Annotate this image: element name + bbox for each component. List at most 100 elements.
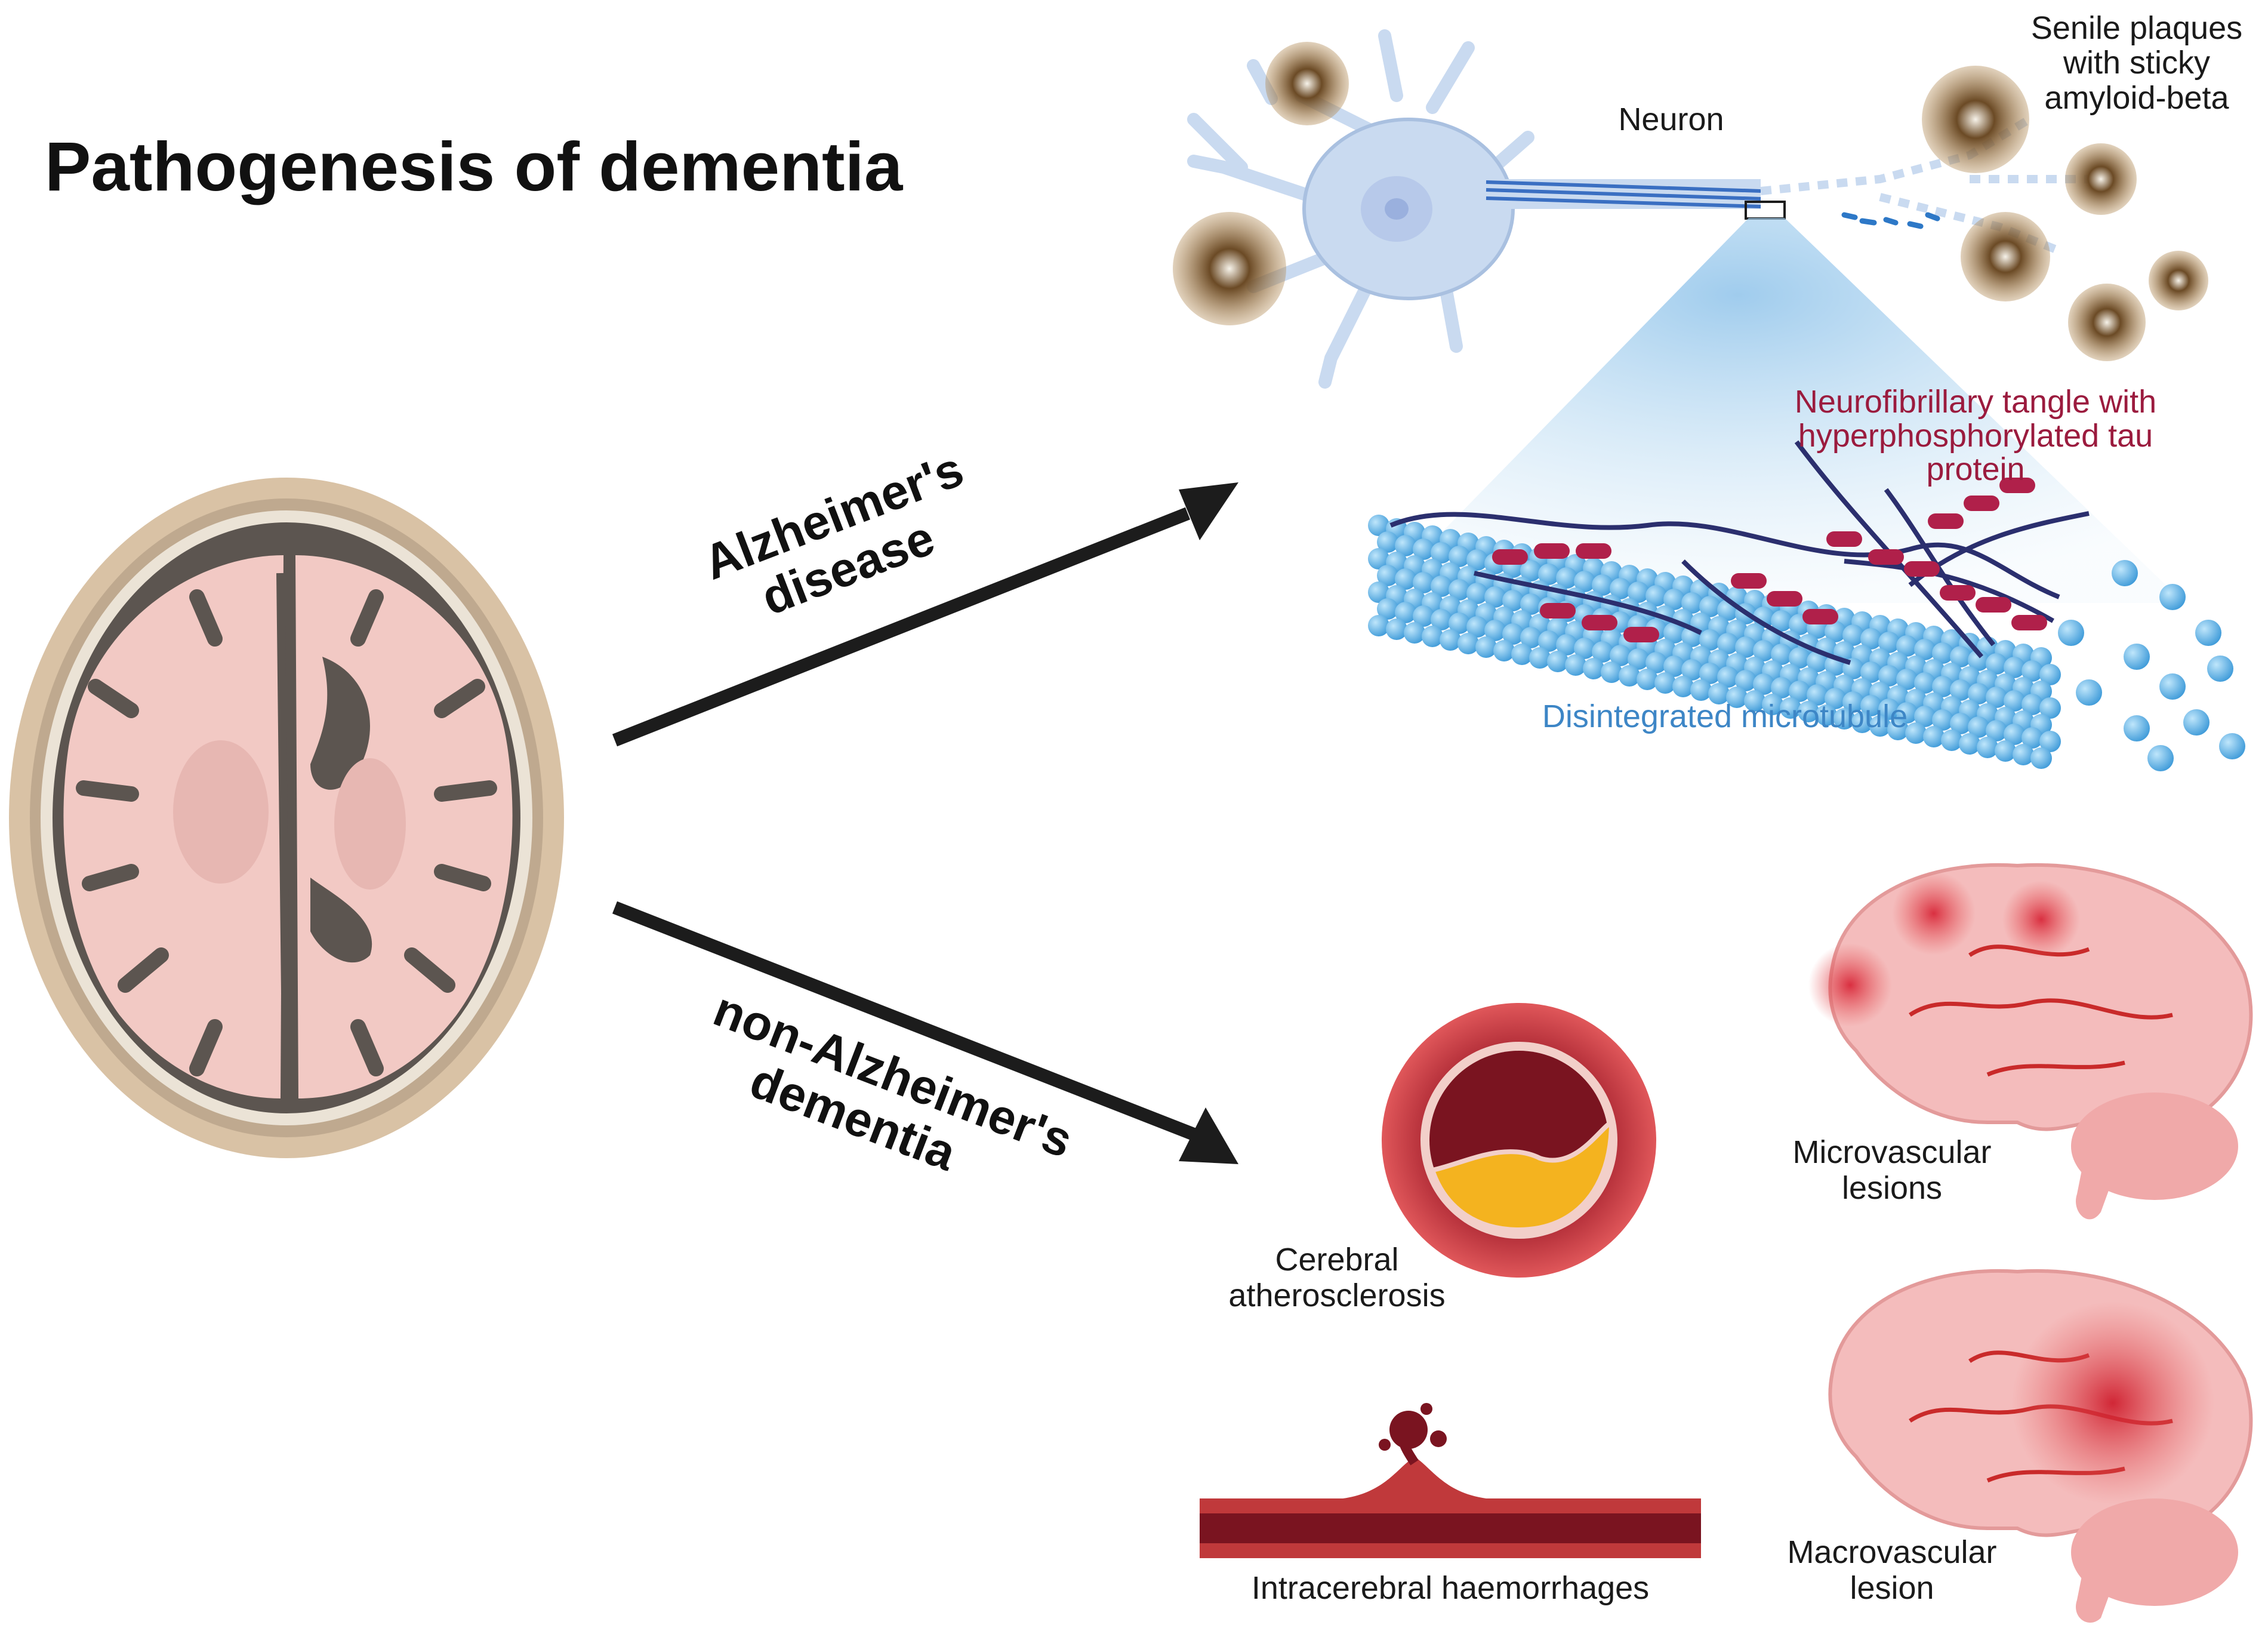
- microtubule-bead: [1502, 590, 1524, 611]
- microtubule-bead: [1780, 697, 1801, 719]
- microtubule-bead: [1457, 633, 1479, 654]
- microtubule-bead: [1520, 627, 1542, 648]
- brain-macrovascular-illustration: [1828, 1269, 2253, 1623]
- microtubule-bead: [1878, 632, 1900, 653]
- microtubule-bead: [2039, 664, 2061, 685]
- microtubule-bead: [1744, 690, 1765, 712]
- label-senile-plaques-line-1: Senile plaques: [2030, 10, 2243, 46]
- free-tubulin-bead: [2195, 620, 2221, 646]
- microtubule-bead: [1556, 634, 1577, 656]
- microtubule-bead: [1932, 676, 1953, 697]
- microtubule-bead: [1502, 623, 1524, 645]
- microtubule-bead: [1807, 651, 1828, 672]
- label-tangle-line-1: Neurofibrillary tangle with: [1794, 384, 2157, 420]
- haemorrhage-vessel-illustration: [1200, 1403, 1701, 1558]
- microtubule-bead: [1645, 652, 1667, 673]
- microtubule-bead: [1950, 646, 1971, 667]
- microtubule-bead: [1753, 640, 1774, 661]
- microtubule-bead: [1968, 650, 1989, 671]
- microtubule-bead: [1592, 574, 1613, 596]
- microtubule-bead: [1968, 683, 1989, 704]
- microtubule-bead: [1941, 730, 1962, 751]
- microtubule-bead: [1986, 720, 2007, 741]
- microtubule-bead: [2022, 660, 2043, 682]
- microtubule-bead: [1771, 644, 1792, 665]
- microtubule-bead: [1833, 708, 1855, 730]
- microtubule-bead: [1851, 712, 1873, 733]
- microtubule-bead: [1708, 683, 1730, 704]
- microtubule-bead: [1601, 661, 1622, 683]
- microtubule-bead: [2004, 724, 2025, 745]
- label-disintegrated-microtubule: Disintegrated microtubule: [1542, 698, 1908, 734]
- microtubule-bead: [1574, 638, 1595, 659]
- microtubule-bead: [1789, 647, 1810, 669]
- microtubule-bead: [1529, 647, 1551, 669]
- label-microvascular-lesions: Microvascular lesions: [1773, 1134, 2011, 1207]
- microtubule-bead: [1672, 676, 1694, 697]
- microtubule-bead: [1377, 531, 1398, 553]
- microtubule-bead: [1878, 665, 1900, 687]
- microtubule-bead: [1520, 593, 1542, 615]
- microtubule-bead: [1395, 602, 1416, 623]
- free-tubulin-bead: [2124, 715, 2150, 741]
- microtubule-bead: [1628, 648, 1649, 670]
- microtubule-bead: [1645, 585, 1667, 607]
- microtubule-bead: [2013, 744, 2034, 765]
- microtubule-bead: [1368, 515, 1389, 536]
- microtubule-bead: [1986, 687, 2007, 708]
- microtubule-bead: [1654, 672, 1676, 694]
- microtubule-bead: [1923, 726, 1945, 747]
- microtubule-bead: [1905, 722, 1927, 744]
- microtubule-bead: [1699, 596, 1721, 617]
- microtubule-bead: [1377, 565, 1398, 586]
- microtubule-bead: [1771, 677, 1792, 698]
- label-atherosclerosis-line-2: atherosclerosis: [1228, 1278, 1446, 1314]
- microtubule-bead: [1663, 656, 1685, 677]
- microtubule-bead: [1977, 737, 1998, 758]
- microtubule-bead: [1368, 548, 1389, 570]
- label-tangle-line-2: hyperphosphorylated tau: [1798, 417, 2153, 454]
- microtubule-bead: [1449, 613, 1470, 634]
- microtubule-bead: [1681, 659, 1703, 681]
- microtubule-bead: [1735, 636, 1757, 658]
- microtubule-bead: [1413, 538, 1434, 560]
- microtubule-bead: [2039, 731, 2061, 752]
- microtubule-bead: [1610, 578, 1631, 599]
- microtubule-bead: [1368, 581, 1389, 603]
- microtubule-bead: [1484, 586, 1506, 608]
- microtubule-bead: [1995, 740, 2016, 762]
- free-tubulin-bead: [2207, 656, 2233, 682]
- label-senile-plaques: Senile plaques with sticky amyloid-beta: [2017, 11, 2256, 115]
- microtubule-beads: [1368, 515, 2061, 769]
- microtubule-bead: [1422, 626, 1443, 647]
- label-neurofibrillary-tangle: Neurofibrillary tangle with hyperphospho…: [1767, 385, 2184, 487]
- microtubule-bead: [1842, 691, 1864, 713]
- arrow-to-alzheimers: [612, 482, 1238, 747]
- microtubule-bead: [1475, 636, 1497, 658]
- microtubule-bead: [1869, 715, 1891, 737]
- microtubule-bead: [1717, 633, 1739, 654]
- brain-microvascular-illustration: [1808, 863, 2253, 1220]
- arrow-to-non-alzheimers: [612, 901, 1238, 1164]
- free-tubulin-bead: [2183, 709, 2210, 736]
- microtubule-bead: [1950, 713, 1971, 734]
- microtubule-bead: [1377, 598, 1398, 620]
- label-senile-plaques-line-3: amyloid-beta: [2044, 79, 2229, 116]
- microtubule-bead: [1583, 658, 1604, 679]
- free-tubulin-bead: [2058, 620, 2084, 646]
- microtubule-bead: [1735, 670, 1757, 691]
- microtubule-bead: [1986, 653, 2007, 675]
- microtubule-bead: [1556, 567, 1577, 589]
- microtubule-bead: [1431, 542, 1452, 564]
- microtubule-bead: [1610, 645, 1631, 666]
- microtubule-bead: [1413, 572, 1434, 593]
- atherosclerosis-vessel-illustration: [1382, 1003, 1656, 1278]
- microtubule-bead: [1413, 605, 1434, 627]
- microtubule-bead: [1690, 679, 1712, 701]
- label-cerebral-atherosclerosis: Cerebral atherosclerosis: [1212, 1242, 1462, 1314]
- microtubule-bead: [1431, 609, 1452, 630]
- microtubule-bead: [1914, 706, 1936, 727]
- microtubule-bead: [2022, 694, 2043, 715]
- microtubule-bead: [1816, 704, 1837, 726]
- microtubule-bead: [1663, 622, 1685, 644]
